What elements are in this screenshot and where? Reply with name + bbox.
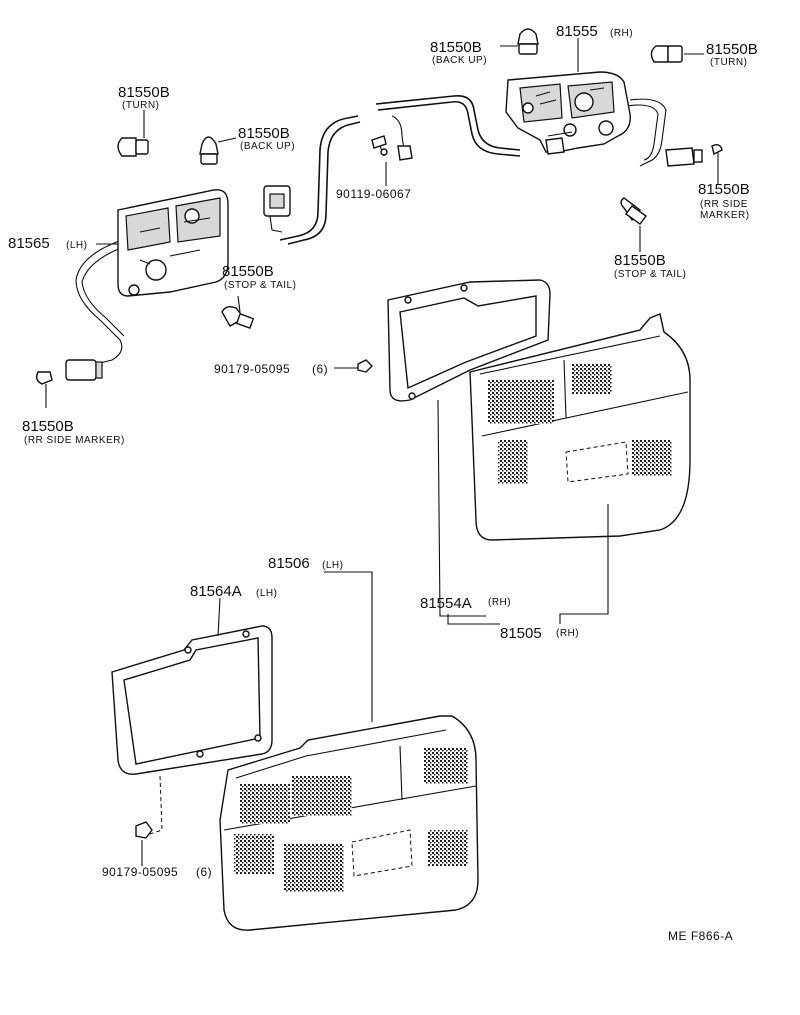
part-note: (BACK UP) — [240, 141, 295, 152]
part-note: (RR SIDE — [700, 199, 748, 210]
part-number: 81555 — [556, 23, 598, 40]
bulb-stop-tail-rh — [620, 197, 647, 225]
part-note: (STOP & TAIL) — [614, 269, 686, 280]
part-number: 90179-05095 — [214, 362, 290, 376]
socket-housing-lh — [117, 189, 229, 297]
lens-rh — [469, 313, 691, 541]
bulb-rr-side-marker-lh — [35, 359, 103, 385]
label-90179-05095-upper: 90179-05095 (6) — [214, 362, 328, 376]
part-number: 81550B — [698, 181, 750, 198]
part-note: (6) — [312, 362, 328, 376]
part-number: 81565 — [8, 235, 50, 252]
gasket-lh — [111, 625, 273, 775]
part-note: (RH) — [556, 628, 579, 639]
nut-upper — [357, 359, 373, 373]
lens-lh — [219, 715, 479, 931]
bulb-turn-lh — [117, 137, 149, 157]
label-81564a-lh: 81564A (LH) — [190, 583, 277, 600]
bulb-stop-tail-lh — [221, 305, 255, 329]
label-90119-06067: 90119-06067 — [336, 187, 411, 201]
part-number: 81564A — [190, 583, 242, 600]
label-90179-05095-lower: 90179-05095 (6) — [102, 865, 212, 879]
harness-connector-center — [397, 145, 413, 161]
part-note: (TURN) — [710, 57, 747, 68]
part-note: (6) — [196, 865, 212, 879]
gasket-rh — [387, 279, 551, 402]
bulb-rr-side-marker-rh — [665, 143, 723, 167]
label-81506-lh: 81506 (LH) — [268, 555, 343, 572]
leader-lines — [45, 38, 719, 866]
label-81554a-rh: 81554A (RH) — [420, 595, 511, 612]
part-note: (LH) — [256, 588, 277, 599]
bulb-backup-lh — [199, 136, 219, 165]
part-number: 90119-06067 — [336, 187, 411, 201]
label-81555-rh: 81555 (RH) — [556, 23, 633, 40]
part-number: 81506 — [268, 555, 310, 572]
label-81550b-backup-lh: 81550B (BACK UP) — [238, 125, 295, 152]
label-81550b-rr-side-marker-rh: 81550B (RR SIDE MARKER) — [698, 181, 750, 221]
harness-connector-left — [263, 185, 291, 233]
part-note: (TURN) — [122, 100, 159, 111]
screw-90119-06067 — [371, 135, 388, 157]
label-81565-lh: 81565 (LH) — [8, 235, 87, 252]
part-note: (STOP & TAIL) — [224, 280, 296, 291]
label-81550b-rr-side-marker-lh: 81550B (RR SIDE MARKER) — [22, 418, 125, 446]
part-note: (BACK UP) — [432, 55, 487, 66]
label-81505-rh: 81505 (RH) — [500, 625, 579, 642]
part-number: 81550B — [238, 125, 290, 142]
part-note: MARKER) — [700, 210, 750, 221]
figure-code: ME F866-A — [668, 929, 733, 943]
part-number: 81550B — [118, 84, 170, 101]
part-number: 81550B — [706, 41, 758, 58]
part-note: (RH) — [488, 597, 511, 608]
part-number: 81550B — [614, 252, 666, 269]
part-note: (RH) — [610, 28, 633, 39]
part-number: 90179-05095 — [102, 865, 178, 879]
socket-housing-rh — [505, 71, 631, 155]
part-number: 81550B — [22, 418, 74, 435]
part-number: 81550B — [222, 263, 274, 280]
label-81550b-turn-rh: 81550B (TURN) — [706, 41, 758, 68]
label-81550b-backup-rh: 81550B (BACK UP) — [430, 39, 487, 66]
label-81550b-stop-tail-rh: 81550B (STOP & TAIL) — [614, 252, 686, 280]
nut-lower — [135, 775, 163, 839]
part-number: 81505 — [500, 625, 542, 642]
bulb-backup-rh — [517, 28, 539, 55]
part-note: (RR SIDE MARKER) — [24, 435, 125, 446]
bulb-turn-rh — [650, 45, 683, 63]
part-note: (LH) — [322, 560, 343, 571]
part-number: 81550B — [430, 39, 482, 56]
label-81550b-turn-lh: 81550B (TURN) — [118, 84, 170, 111]
wire-harness — [75, 94, 667, 365]
part-number: 81554A — [420, 595, 472, 612]
part-note: (LH) — [66, 240, 87, 251]
label-81550b-stop-tail-lh: 81550B (STOP & TAIL) — [222, 263, 296, 291]
